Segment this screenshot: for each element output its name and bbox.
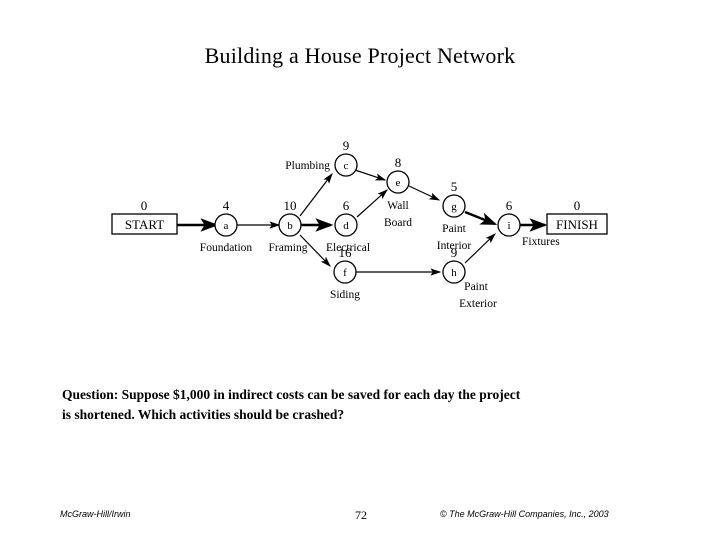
node-a[interactable]: 4 a Foundation xyxy=(200,198,253,254)
node-b-circle xyxy=(278,213,302,237)
node-d-circle xyxy=(334,213,358,237)
node-h[interactable]: 9 h Paint Exterior xyxy=(442,245,497,310)
question-line-2: is shortened. Which activities should be… xyxy=(62,406,345,422)
node-start-label: START xyxy=(125,217,164,232)
node-i-duration: 6 xyxy=(506,198,513,213)
edge-c-e xyxy=(354,169,387,181)
node-e-duration: 8 xyxy=(395,155,402,170)
node-e-label-line1: Wall xyxy=(387,200,408,212)
edge-layer xyxy=(177,169,548,276)
page-title: Building a House Project Network xyxy=(204,42,516,68)
node-c[interactable]: 9 c Plumbing xyxy=(285,138,358,177)
project-network-diagram: 0 START 4 a Foundation 10 b Framing 9 xyxy=(95,120,630,325)
edge-e-g xyxy=(408,185,441,201)
slide-footer: McGraw-Hill/Irwin 72 © The McGraw-Hill C… xyxy=(0,505,720,525)
node-c-label: Plumbing xyxy=(285,160,330,172)
node-a-letter: a xyxy=(224,220,229,232)
node-d-duration: 6 xyxy=(343,198,350,213)
node-d[interactable]: 6 d Electrical xyxy=(326,198,370,254)
node-c-duration: 9 xyxy=(343,138,350,153)
node-g-circle xyxy=(442,194,466,218)
node-e-circle xyxy=(386,170,410,194)
node-b-duration: 10 xyxy=(284,198,297,213)
node-e-letter: e xyxy=(396,177,401,189)
node-f[interactable]: 16 f Siding xyxy=(330,245,360,301)
node-f-duration: 16 xyxy=(339,245,353,260)
node-finish-box xyxy=(546,213,608,235)
edge-b-c xyxy=(299,173,333,217)
node-start-duration: 0 xyxy=(141,198,148,213)
footer-copyright: © The McGraw-Hill Companies, Inc., 2003 xyxy=(440,509,609,519)
node-finish-label: FINISH xyxy=(556,217,598,232)
page-number: 72 xyxy=(355,508,367,522)
node-f-label: Siding xyxy=(330,289,360,301)
edge-b-f xyxy=(299,234,331,267)
node-finish[interactable]: 0 FINISH xyxy=(546,198,608,235)
node-h-letter: h xyxy=(451,267,457,279)
node-i-letter: i xyxy=(507,220,510,232)
node-h-duration: 9 xyxy=(451,245,458,260)
node-a-label: Foundation xyxy=(200,242,253,254)
edge-d-e xyxy=(356,189,388,218)
node-g[interactable]: 5 g Paint Interior xyxy=(437,179,472,252)
node-g-label-line1: Paint xyxy=(442,223,466,235)
node-h-label-line2: Exterior xyxy=(459,298,497,310)
node-h-label-line1: Paint xyxy=(464,281,488,293)
node-start[interactable]: 0 START xyxy=(111,198,178,235)
node-e[interactable]: 8 e Wall Board xyxy=(384,155,412,229)
node-g-label-line2: Interior xyxy=(437,240,472,252)
node-b-label: Framing xyxy=(269,242,308,254)
node-d-label: Electrical xyxy=(326,242,370,254)
node-h-circle xyxy=(442,260,466,284)
node-e-label-line2: Board xyxy=(384,217,412,229)
node-b-letter: b xyxy=(287,220,293,232)
node-f-circle xyxy=(333,260,357,284)
node-c-letter: c xyxy=(344,160,349,172)
question-block: Question: Suppose $1,000 in indirect cos… xyxy=(62,385,687,424)
network-svg: 0 START 4 a Foundation 10 b Framing 9 xyxy=(111,138,608,310)
node-c-circle xyxy=(334,153,358,177)
node-i-circle xyxy=(497,213,521,237)
node-i-label: Fixtures xyxy=(522,236,560,248)
node-f-letter: f xyxy=(343,267,347,279)
node-g-letter: g xyxy=(451,201,457,213)
node-a-circle xyxy=(214,213,238,237)
node-start-box xyxy=(111,213,178,235)
node-i[interactable]: 6 i Fixtures xyxy=(497,198,560,248)
node-b[interactable]: 10 b Framing xyxy=(269,198,308,254)
edge-h-i xyxy=(464,233,496,264)
question-line-1: Question: Suppose $1,000 in indirect cos… xyxy=(62,387,521,402)
edge-g-i xyxy=(464,210,498,226)
node-d-letter: d xyxy=(343,220,349,232)
node-finish-duration: 0 xyxy=(574,198,581,213)
node-g-duration: 5 xyxy=(451,179,458,194)
footer-publisher: McGraw-Hill/Irwin xyxy=(60,509,131,519)
node-a-duration: 4 xyxy=(223,198,230,213)
